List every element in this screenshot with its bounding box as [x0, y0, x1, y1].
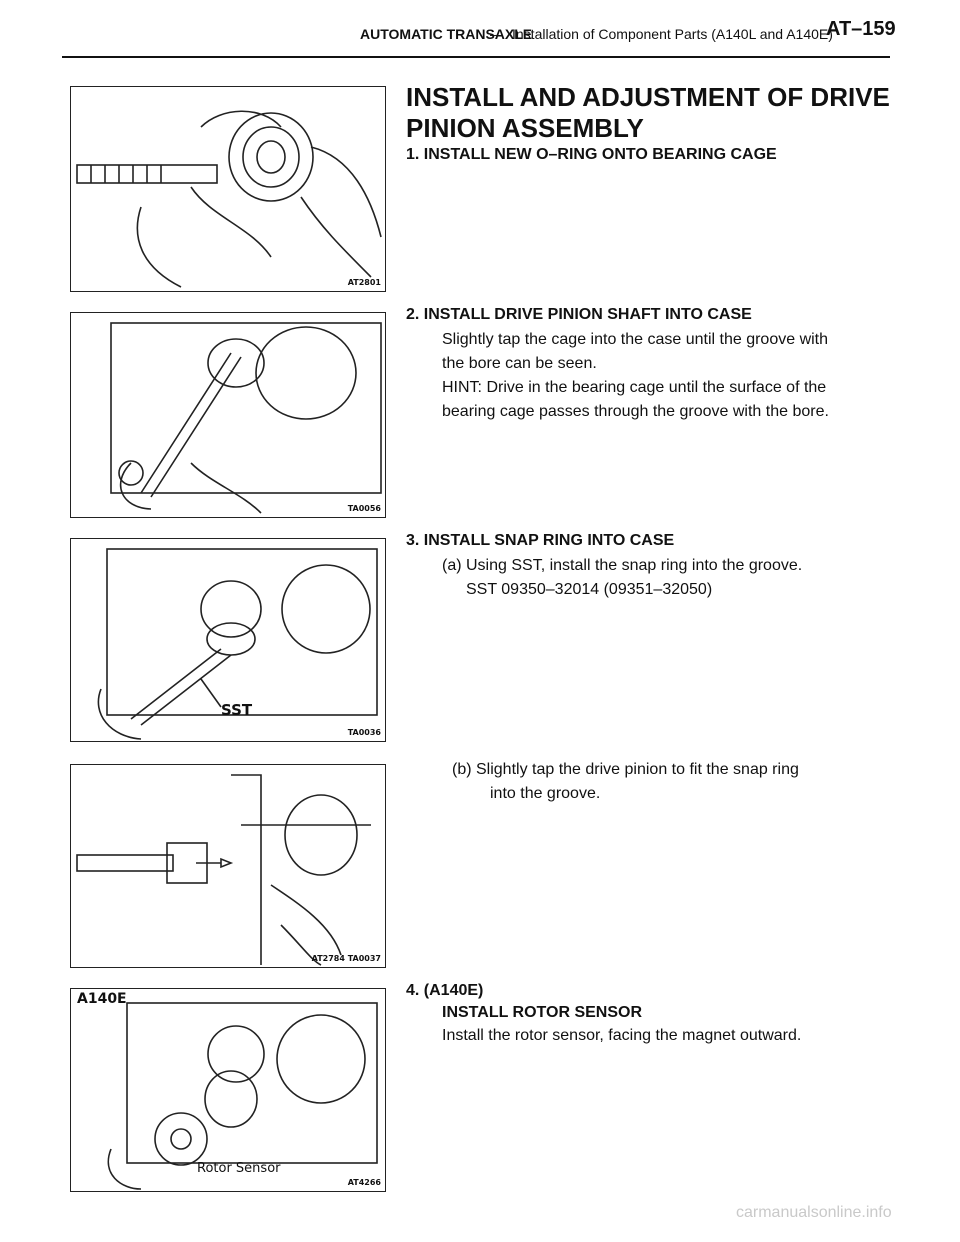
figure-oring-install: AT2801: [70, 86, 386, 292]
figure-snap-ring: SST TA0036: [70, 538, 386, 742]
a140e-tag: A140E: [77, 991, 127, 1007]
step-2-hint-1: HINT: Drive in the bearing cage until th…: [442, 379, 827, 396]
step-3b-line-1: (b) Slightly tap the drive pinion to fit…: [452, 761, 799, 778]
header-rule: [62, 56, 890, 58]
step-3b-line-2: into the groove.: [490, 785, 601, 802]
step-4-line: Install the rotor sensor, facing the mag…: [442, 1027, 802, 1044]
footer-watermark: carmanualsonline.info: [736, 1204, 892, 1221]
step-2-line-2: the bore can be seen.: [442, 355, 597, 372]
figure-code: TA0056: [347, 504, 381, 513]
figure-tap-pinion: AT2784 TA0037: [70, 764, 386, 968]
figure-code: AT2801: [347, 278, 381, 287]
figure-code: AT2784 TA0037: [311, 954, 381, 963]
header-subtitle: Installation of Component Parts (A140L a…: [512, 26, 833, 42]
step-3a-sst: SST 09350–32014 (09351–32050): [466, 581, 713, 598]
sst-label: SST: [221, 701, 253, 719]
step-1-heading: 1. INSTALL NEW O–RING ONTO BEARING CAGE: [406, 146, 777, 163]
step-4-heading: 4. (A140E): [406, 982, 484, 999]
step-2-hint-2: bearing cage passes through the groove w…: [442, 403, 829, 420]
figure-code: AT4266: [347, 1178, 381, 1187]
rotor-sensor-label: Rotor Sensor: [197, 1161, 281, 1176]
figure-code: TA0036: [347, 728, 381, 737]
figure-rotor-sensor: A140E Rotor Sensor AT4266: [70, 988, 386, 1192]
step-4-subheading: INSTALL ROTOR SENSOR: [442, 1004, 643, 1021]
header-section: AUTOMATIC TRANSAXLE: [360, 26, 533, 42]
header-separator: –: [490, 26, 498, 42]
page-title: INSTALL AND ADJUSTMENT OF DRIVE PINION A…: [406, 82, 890, 143]
step-3a-line: (a) Using SST, install the snap ring int…: [442, 557, 803, 574]
step-2-line-1: Slightly tap the cage into the case unti…: [442, 331, 829, 348]
page-number: AT–159: [826, 18, 896, 40]
step-3-heading: 3. INSTALL SNAP RING INTO CASE: [406, 532, 675, 549]
step-2-heading: 2. INSTALL DRIVE PINION SHAFT INTO CASE: [406, 306, 752, 323]
figure-drive-pinion: TA0056: [70, 312, 386, 518]
